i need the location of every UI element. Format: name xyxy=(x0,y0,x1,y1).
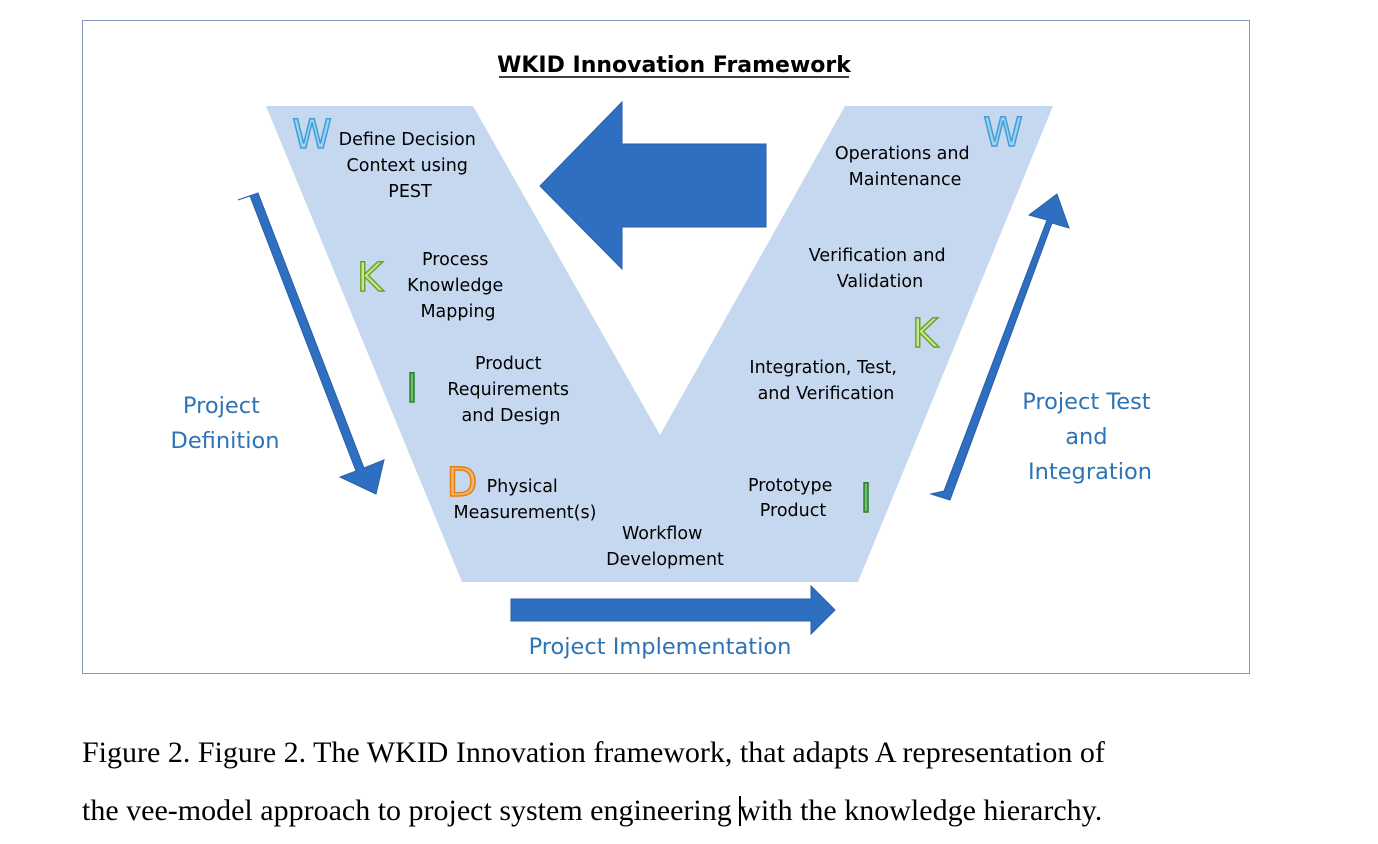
verification-validation-label: Verification and Validation xyxy=(809,246,951,292)
w-letter-right: W xyxy=(983,110,1023,156)
process-knowledge-label: Process Knowledge Mapping xyxy=(407,250,509,322)
caption-line-1: Figure 2. Figure 2. The WKID Innovation … xyxy=(82,736,1105,769)
k-letter-left: K xyxy=(357,255,385,301)
diagram-title: WKID Innovation Framework xyxy=(497,53,852,78)
integration-test-label: Integration, Test, and Verification xyxy=(749,358,902,404)
i-letter-left: I xyxy=(406,366,418,412)
project-test-integration-label: Project Test and Integration xyxy=(1022,389,1158,485)
feedback-arrow xyxy=(539,100,767,271)
project-implementation-arrow xyxy=(510,584,836,636)
physical-measurements-label: Physical Measurement(s) xyxy=(454,477,597,523)
k-letter-right: K xyxy=(912,311,940,357)
operations-maintenance-label: Operations and Maintenance xyxy=(835,144,975,190)
text-cursor xyxy=(739,796,742,826)
caption-line-2b: with the knowledge hierarchy. xyxy=(739,794,1103,827)
project-implementation-label: Project Implementation xyxy=(529,634,792,660)
product-requirements-label: Product Requirements and Design xyxy=(447,354,574,426)
project-definition-arrow xyxy=(237,192,385,495)
w-letter-left: W xyxy=(292,112,332,158)
define-decision-label: Define Decision Context using PEST xyxy=(339,130,482,202)
vee-shape xyxy=(266,106,1053,582)
d-letter-left: D xyxy=(447,460,478,506)
workflow-development-label: Workflow Development xyxy=(606,524,724,570)
caption-line-2a: the vee-model approach to project system… xyxy=(82,794,740,827)
i-letter-right: I xyxy=(860,476,872,522)
prototype-product-label: Prototype Product xyxy=(748,476,838,521)
figure-caption[interactable]: Figure 2. Figure 2. The WKID Innovation … xyxy=(82,724,1322,840)
project-test-arrow xyxy=(929,193,1070,501)
project-definition-label: Project Definition xyxy=(171,393,280,454)
